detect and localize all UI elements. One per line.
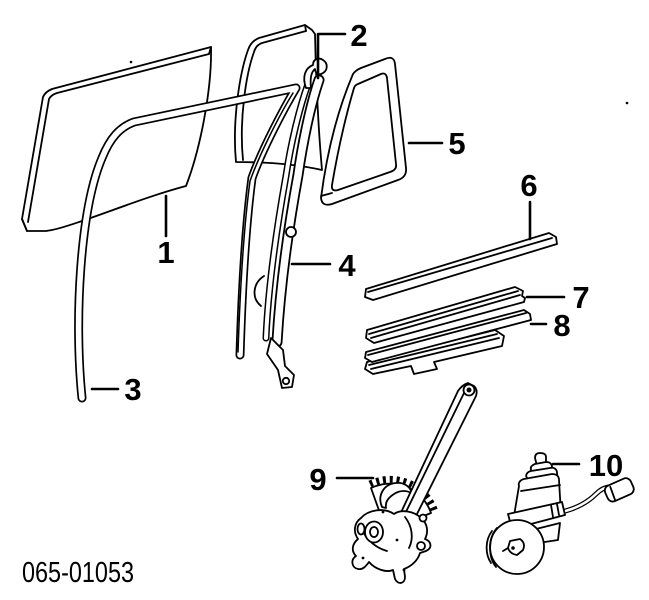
part-code: 065-01053	[22, 557, 134, 589]
callout-7: 7	[572, 280, 589, 315]
callout-4: 4	[338, 248, 356, 283]
quarter-window-weatherstrip	[320, 56, 407, 206]
belt-weatherstrip	[364, 309, 532, 375]
callout-2: 2	[350, 18, 367, 53]
speck-1	[129, 60, 133, 64]
callout-9: 9	[309, 462, 326, 497]
callout-6: 6	[520, 168, 537, 203]
leader-lines	[90, 32, 581, 480]
connector	[603, 477, 635, 503]
callout-5: 5	[448, 126, 465, 161]
window-regulator	[351, 382, 478, 584]
division-bar-channel	[253, 57, 328, 389]
belt-molding-outer	[364, 232, 558, 301]
callout-1: 1	[157, 235, 174, 270]
belt-molding-inner	[365, 286, 526, 344]
callout-labels: 1 2 3 4 5 6 7 8 9 10	[124, 18, 623, 497]
callout-3: 3	[124, 372, 141, 407]
glass-run-channel	[74, 83, 301, 403]
power-window-motor	[485, 452, 635, 575]
speck-2	[625, 101, 629, 105]
callout-8: 8	[553, 308, 570, 343]
callout-10: 10	[589, 448, 623, 483]
